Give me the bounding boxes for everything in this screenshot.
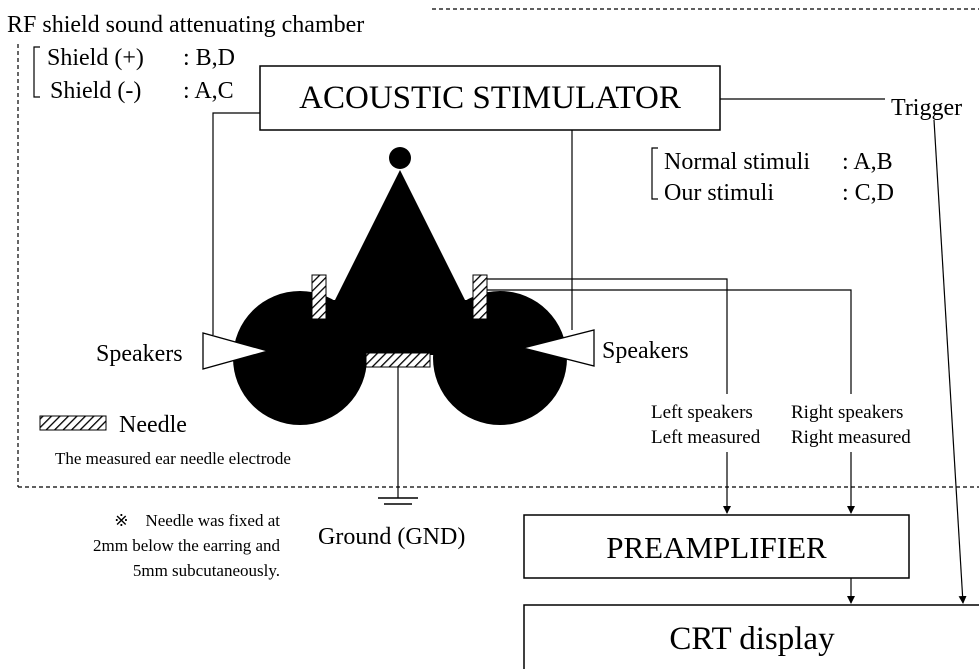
acoustic-stimulator-label: ACOUSTIC STIMULATOR xyxy=(299,80,681,116)
ground-label: Ground (GND) xyxy=(318,524,466,550)
needle-note-line-2: 2mm below the earring and xyxy=(93,536,280,555)
acoustic-stimulator-box xyxy=(259,65,721,131)
trigger-label: Trigger xyxy=(891,95,963,121)
shield-minus-value: : A,C xyxy=(183,78,234,104)
needle-note-line-3: 5mm subcutaneously. xyxy=(132,561,280,580)
shield-minus-label: Shield (-) xyxy=(50,78,142,104)
stimulator-left-speaker-line xyxy=(212,112,260,335)
right-speakers-label: Speakers xyxy=(602,338,689,364)
left-speakers-channel-label: Left speakers xyxy=(651,402,753,423)
normal-stimuli-label: Normal stimuli xyxy=(664,149,810,175)
head-figure xyxy=(233,147,567,425)
trigger-to-crt-line xyxy=(933,119,967,604)
right-speakers-channel-label: Right speakers xyxy=(791,402,904,423)
ground-needle-electrode xyxy=(365,352,431,368)
left-measured-channel-label: Left measured xyxy=(651,427,761,448)
our-stimuli-label: Our stimuli xyxy=(664,180,775,206)
needle-legend-label: Needle xyxy=(119,412,187,438)
electrode-caption: The measured ear needle electrode xyxy=(55,449,291,468)
shield-plus-value: : B,D xyxy=(183,45,236,71)
left-speakers-label: Speakers xyxy=(96,341,183,367)
stimuli-bracket xyxy=(651,147,658,200)
our-stimuli-value: : C,D xyxy=(842,180,895,206)
right-speaker-icon xyxy=(522,329,595,367)
shield-bracket xyxy=(33,46,40,98)
left-speaker-icon xyxy=(202,332,271,370)
chamber-boundary xyxy=(17,8,979,488)
right-channel-line xyxy=(487,289,852,394)
right-needle-electrode xyxy=(472,274,488,320)
normal-stimuli-value: : A,B xyxy=(842,149,893,175)
left-channel-line xyxy=(487,278,728,394)
right-measured-channel-label: Right measured xyxy=(791,427,911,448)
crt-display-box xyxy=(523,604,979,669)
preamplifier-label: PREAMPLIFIER xyxy=(606,530,827,565)
preamplifier-box xyxy=(523,514,910,579)
chamber-title: RF shield sound attenuating chamber xyxy=(7,12,365,38)
shield-plus-label: Shield (+) xyxy=(47,45,144,71)
left-needle-electrode xyxy=(311,274,327,320)
needle-legend-swatch xyxy=(39,415,107,431)
ground-symbol xyxy=(378,497,418,505)
needle-note-line-1: ※ Needle was fixed at xyxy=(114,511,280,530)
crt-display-label: CRT display xyxy=(669,621,835,657)
